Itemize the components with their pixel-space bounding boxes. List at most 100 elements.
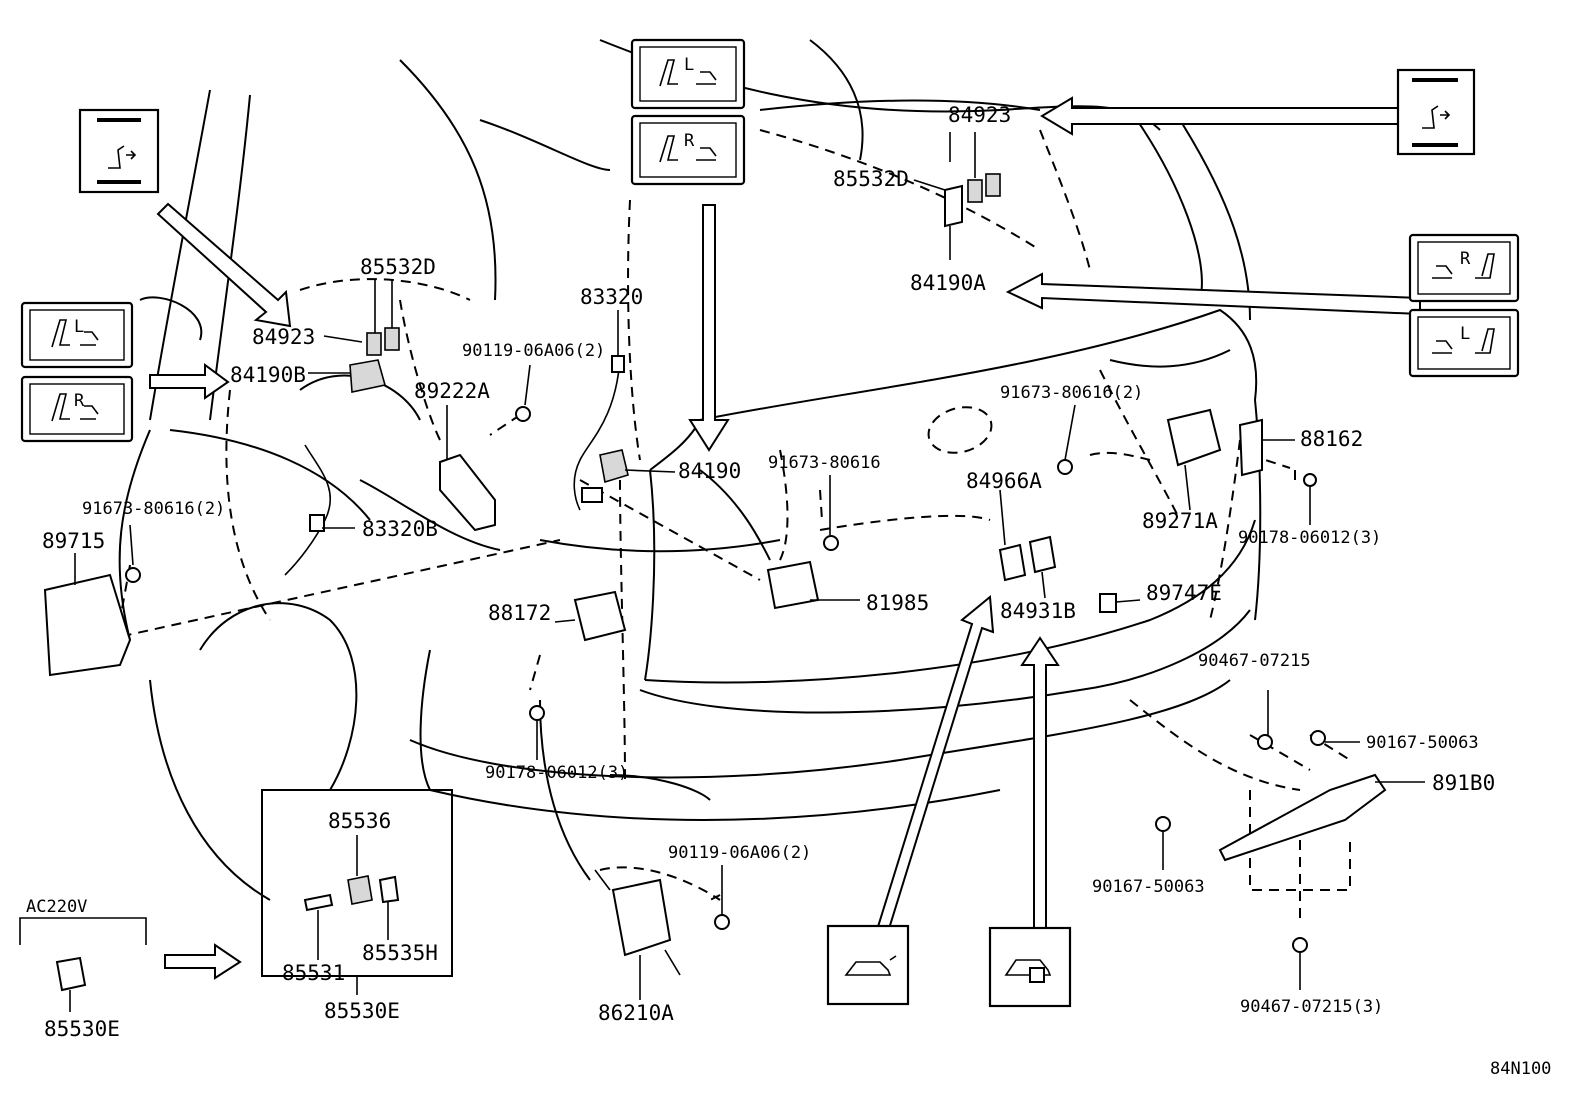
seat-slide-icon	[108, 145, 137, 169]
label-90178-right: 90178-06012(3)	[1238, 528, 1381, 548]
switch-box-seat-top-R: R	[630, 114, 746, 186]
part-labels: 84923 85532D 84190A 85532D 84923 84190B …	[26, 103, 1551, 1079]
label-91673-right: 91673-80616(2)	[1000, 383, 1143, 403]
switch-letter-L-left: L	[74, 317, 84, 337]
seat-fold-icon-top-R	[659, 135, 717, 163]
assembly-dashed-lines	[104, 414, 1351, 920]
label-89715: 89715	[42, 529, 105, 553]
label-84923-top: 84923	[948, 103, 1011, 127]
label-84190B: 84190B	[230, 363, 306, 387]
label-90167-right: 90167-50063	[1366, 733, 1479, 753]
ac220v-bracket	[19, 917, 147, 945]
label-90119-top: 90119-06A06(2)	[462, 341, 605, 361]
label-84931B: 84931B	[1000, 599, 1076, 623]
label-ac220v: AC220V	[26, 897, 87, 917]
switch-box-seat-slide-top-left	[78, 108, 160, 194]
label-88162: 88162	[1300, 427, 1363, 451]
part-89222A-module	[439, 453, 496, 532]
label-90119-bottom: 90119-06A06(2)	[668, 843, 811, 863]
part-90119-bottom-bolt	[714, 914, 730, 930]
label-85532D-left: 85532D	[360, 255, 436, 279]
label-85535H: 85535H	[362, 941, 438, 965]
label-91673-mid: 91673-80616	[768, 453, 881, 473]
label-84966A: 84966A	[966, 469, 1042, 493]
switch-box-seat-right-L: L	[1408, 308, 1520, 378]
seat-fold-icon-L	[51, 319, 99, 348]
switch-letter-R-right: R	[1460, 249, 1471, 269]
seat-fold-icon-right-L	[1432, 328, 1495, 354]
label-90467-bottom: 90467-07215(3)	[1240, 997, 1383, 1017]
part-84923-left-cap	[366, 332, 382, 356]
seat-fold-icon-R	[51, 393, 99, 422]
label-85530E-box: 85530E	[324, 999, 400, 1023]
vehicle-body-outline	[118, 39, 1301, 901]
part-83320-harness	[573, 359, 621, 511]
part-89715-ecu	[43, 573, 132, 677]
part-84966A-switch	[998, 543, 1027, 582]
switch-icon-boxes: L R L R	[20, 38, 1520, 1008]
part-90119-top-bolt	[515, 406, 531, 422]
label-88172: 88172	[488, 601, 551, 625]
part-91673-right-bolt	[1057, 459, 1073, 475]
part-89747E-relay	[1099, 593, 1117, 613]
label-89271A: 89271A	[1142, 509, 1218, 533]
label-85532D-top: 85532D	[833, 167, 909, 191]
part-84923-left-cap-2	[384, 327, 400, 351]
leader-lines	[69, 132, 1425, 1012]
part-85536-socket	[347, 875, 373, 905]
label-89747E: 89747E	[1146, 581, 1222, 605]
part-88172-sensor	[573, 590, 627, 642]
part-83320B-connector	[309, 514, 325, 532]
part-90467-top-bolt	[1257, 734, 1273, 750]
part-90178-right-bolt	[1303, 473, 1317, 487]
part-84190-switch	[599, 449, 629, 484]
arrow-to-84923-left	[156, 202, 292, 328]
switch-box-seat-left-L: L	[20, 301, 134, 369]
label-91673-left: 91673-80616(2)	[82, 499, 225, 519]
part-84190A-switch	[944, 184, 963, 228]
assembly-box-85530E	[19, 789, 453, 995]
part-91673-left-bolt	[125, 567, 141, 583]
label-84923-left: 84923	[252, 325, 315, 349]
part-90178-mid-bolt	[529, 705, 545, 721]
label-84190: 84190	[678, 459, 741, 483]
switch-box-backdoor-open	[826, 924, 910, 1006]
part-89271A-module	[1166, 408, 1222, 467]
part-84931B-switch	[1028, 535, 1057, 574]
seat-fold-icon-right-R	[1432, 253, 1495, 279]
part-86210A-speaker	[611, 878, 672, 957]
switch-letter-L-right: L	[1460, 324, 1470, 344]
direction-arrows	[149, 96, 1421, 980]
seat-slide-icon-right	[1422, 105, 1451, 129]
switch-box-seat-slide-top-right	[1396, 68, 1476, 156]
switch-letter-R-top: R	[684, 131, 695, 151]
part-91673-mid-bolt	[823, 535, 839, 551]
label-84190A: 84190A	[910, 271, 986, 295]
label-891B0: 891B0	[1432, 771, 1495, 795]
part-85531-bulb	[303, 893, 334, 912]
label-90178-mid: 90178-06012(3)	[485, 763, 628, 783]
arrow-up-to-84931B	[1020, 636, 1060, 931]
switch-box-seat-top-L: L	[630, 38, 746, 110]
arrow-to-85530E-box	[164, 943, 242, 980]
switch-letter-R-left: R	[74, 391, 85, 411]
part-84923-top-cap	[967, 179, 983, 203]
label-85531: 85531	[282, 961, 345, 985]
seat-fold-icon-top-L	[659, 59, 717, 87]
part-85530E-outlet	[55, 956, 87, 992]
parts-shapes	[43, 173, 1387, 992]
part-83320B-harness	[284, 444, 331, 576]
arrow-to-84923-top	[1040, 96, 1411, 136]
switch-box-backdoor-lock	[988, 926, 1072, 1008]
arrow-to-84190B	[149, 363, 230, 400]
switch-letter-L-top: L	[684, 55, 694, 75]
part-891B0-sensor-bar	[1218, 773, 1387, 862]
part-86210A-bracket	[594, 869, 681, 976]
part-90167-left-bolt	[1155, 816, 1171, 832]
drawing-code: 84N100	[1490, 1059, 1551, 1079]
label-85536: 85536	[328, 809, 391, 833]
part-84190-bracket	[581, 487, 603, 503]
arrow-to-84190A	[1005, 272, 1421, 316]
part-84923-top-cap-2	[985, 173, 1001, 197]
